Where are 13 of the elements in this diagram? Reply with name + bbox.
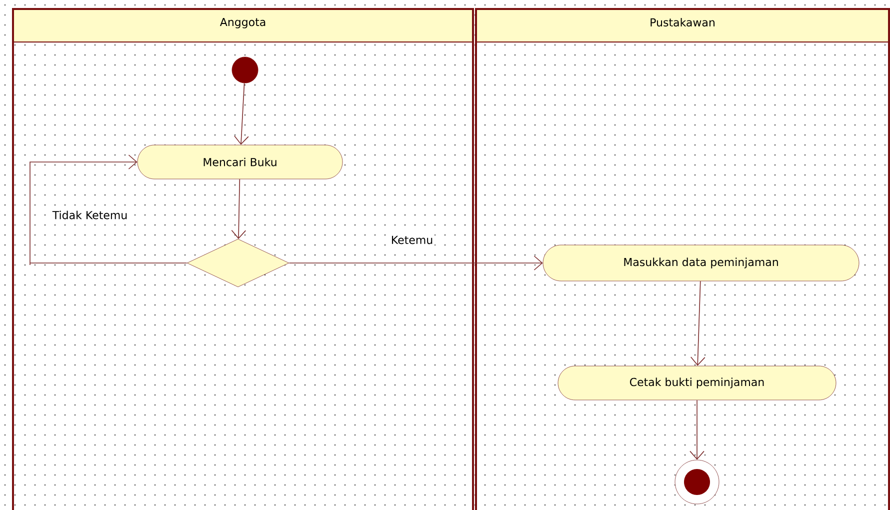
start-node xyxy=(232,56,258,84)
arrow xyxy=(234,82,249,145)
decision-diamond xyxy=(186,238,290,288)
arrow xyxy=(30,154,188,266)
action-node: Cetak bukti peminjaman xyxy=(558,366,836,400)
edge-label: Tidak Ketemu xyxy=(50,209,130,221)
action-node: Masukkan data peminjaman xyxy=(542,244,860,282)
arrow xyxy=(690,400,704,460)
final-node xyxy=(674,460,720,504)
arrow xyxy=(690,280,706,366)
action-node: Mencari Buku xyxy=(137,144,343,180)
arrow xyxy=(231,178,246,240)
arrow xyxy=(288,256,543,270)
